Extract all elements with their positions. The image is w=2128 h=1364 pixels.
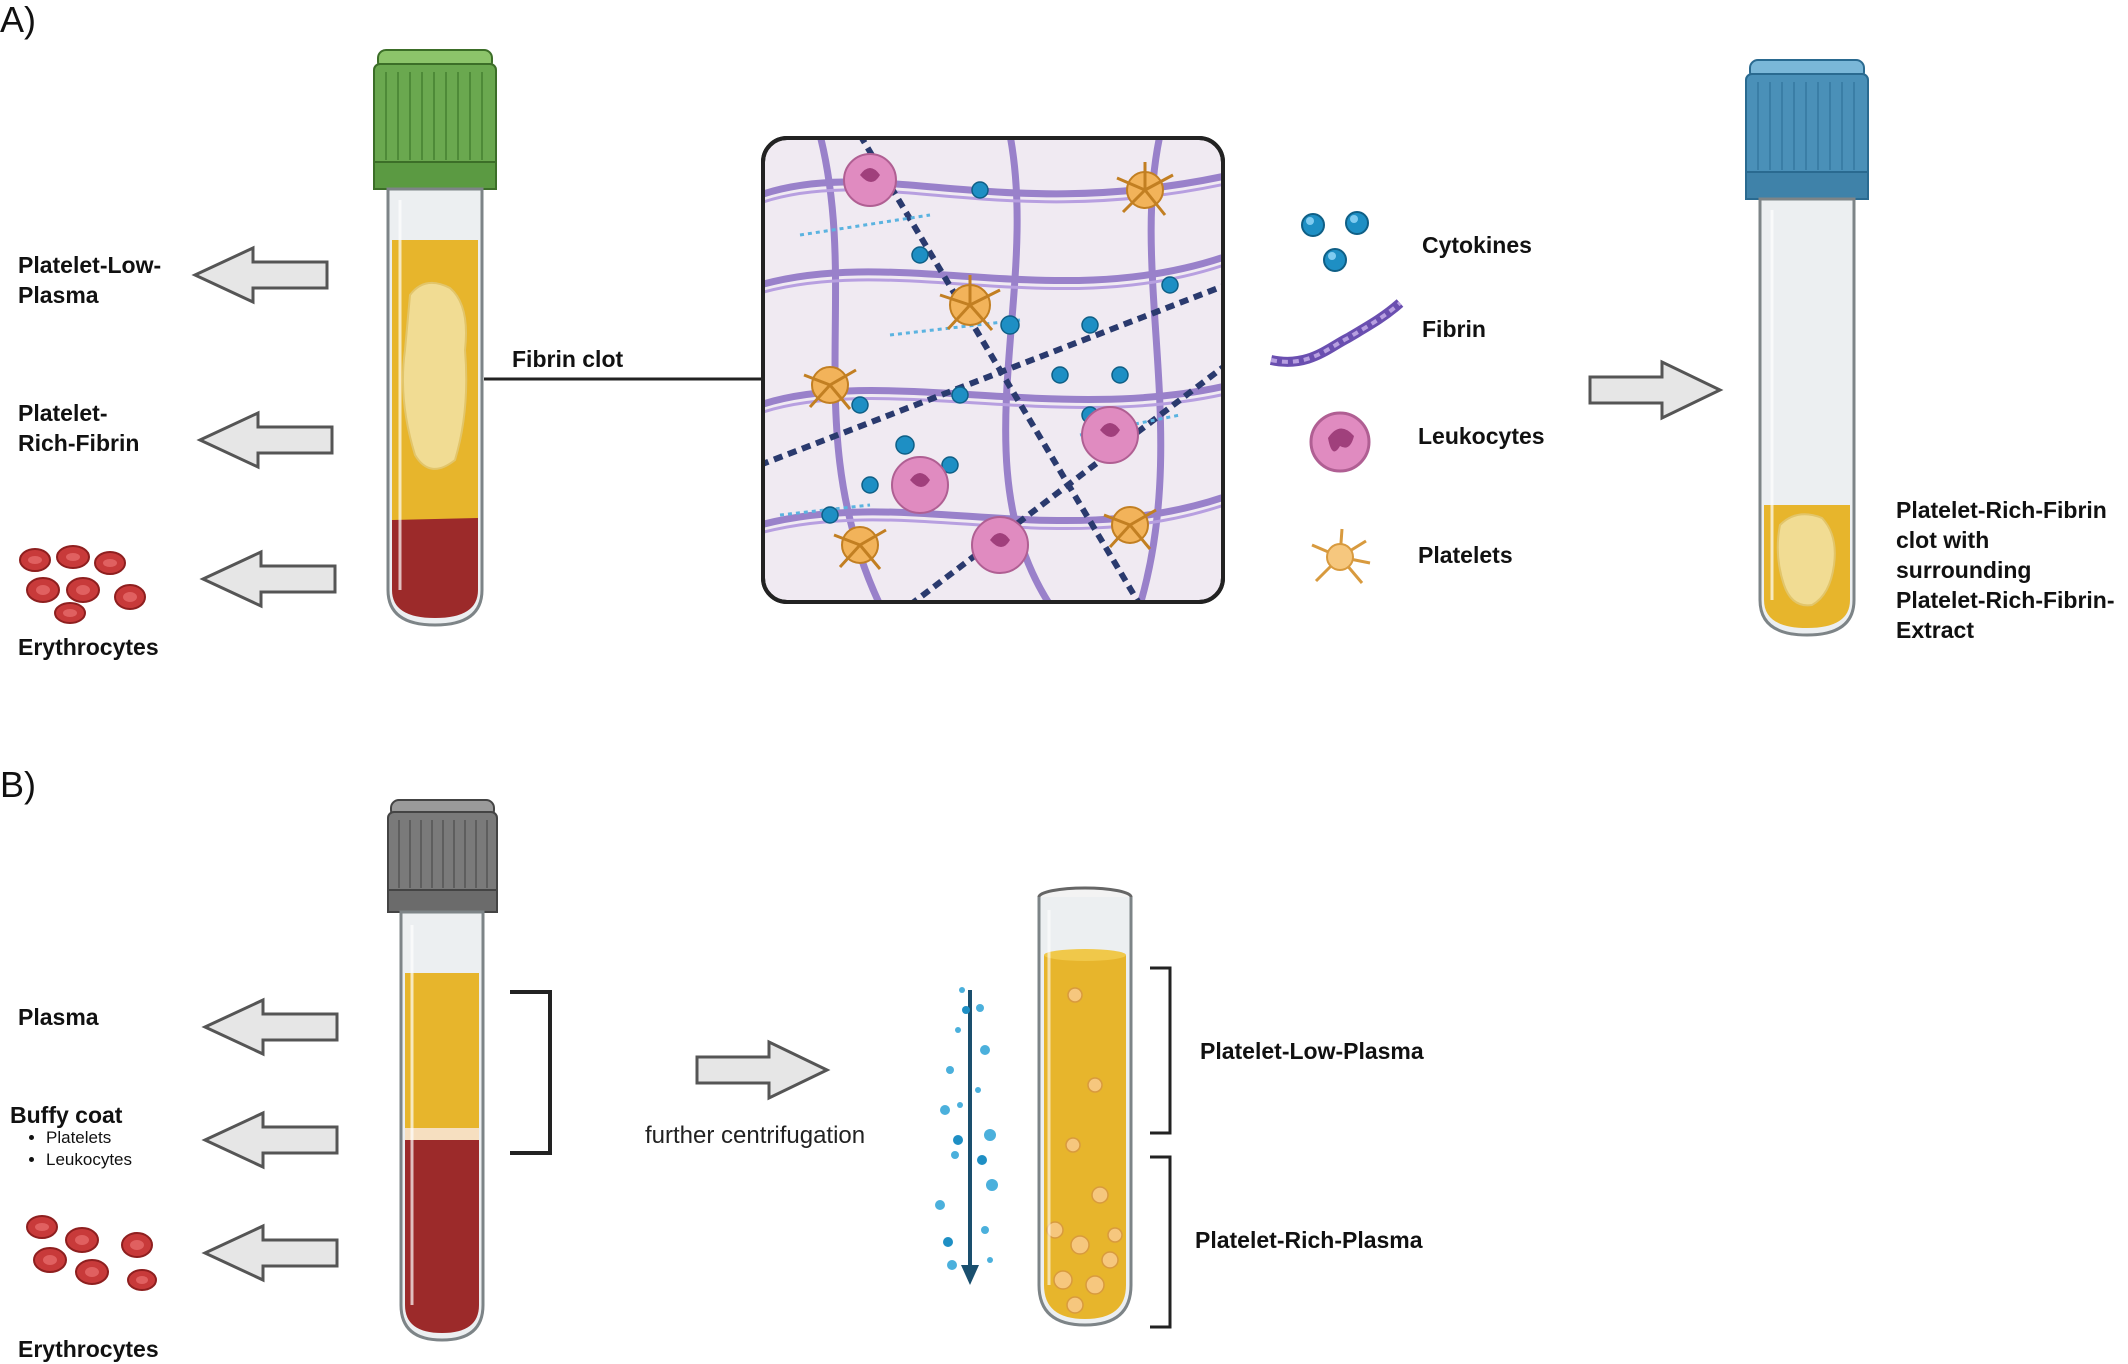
- label-erythrocytes-b: Erythrocytes: [18, 1336, 159, 1362]
- platelet-rich-plasma-bracket: [1150, 1155, 1172, 1329]
- buffy-coat-list: Platelets Leukocytes: [8, 1127, 132, 1171]
- label-buffy-coat: Buffy coat: [10, 1102, 123, 1128]
- buffy-item-platelets: Platelets: [46, 1127, 132, 1149]
- blood-tube-gray-cap: [387, 799, 498, 1342]
- fibrin-strand-icon: [1269, 299, 1404, 367]
- buffy-item-leukocytes: Leukocytes: [46, 1149, 132, 1171]
- fibrin-clot-connector-line: [484, 377, 764, 381]
- platelet-icon: [1311, 528, 1371, 584]
- label-platelet-rich-plasma: Platelet-Rich-Plasma: [1195, 1227, 1423, 1253]
- label-prf-clot-extract: Platelet-Rich-Fibrin clot with surroundi…: [1896, 497, 2115, 643]
- legend-leukocytes-label: Leukocytes: [1418, 423, 1545, 449]
- legend-fibrin-label: Fibrin: [1422, 316, 1486, 342]
- prf-tube-green-cap: [373, 49, 497, 627]
- fibrin-clot-zoom-box: [761, 136, 1225, 604]
- platelet-low-plasma-bracket: [1150, 966, 1172, 1135]
- arrow-right-icon: [1588, 359, 1724, 421]
- arrow-left-icon: [201, 1110, 339, 1170]
- arrow-left-icon: [196, 410, 334, 470]
- prf-tube-blue-cap: [1745, 59, 1869, 637]
- panel-b-label: B): [0, 764, 36, 805]
- label-platelet-low-plasma: Platelet-Low- Plasma: [18, 252, 162, 308]
- arrow-left-icon: [191, 245, 329, 305]
- legend-cytokines-label: Cytokines: [1422, 232, 1532, 258]
- panel-a-label: A): [0, 0, 36, 40]
- centrifuged-plasma-tube: [1037, 886, 1133, 1327]
- arrow-left-icon: [201, 1223, 339, 1283]
- erythrocytes-cluster-icon: [26, 1215, 157, 1291]
- label-further-centrifugation: further centrifugation: [645, 1122, 866, 1149]
- label-platelet-rich-fibrin: Platelet- Rich-Fibrin: [18, 400, 140, 456]
- label-platelet-low-plasma-b: Platelet-Low-Plasma: [1200, 1038, 1424, 1064]
- cytokine-dots-icon: [1301, 211, 1369, 272]
- leukocyte-icon: [1309, 411, 1371, 473]
- arrow-right-icon: [695, 1039, 831, 1101]
- plasma-bracket: [510, 990, 552, 1155]
- arrow-left-icon: [199, 549, 337, 609]
- centrifugation-direction-arrow: [935, 987, 998, 1285]
- erythrocytes-cluster-icon: [19, 545, 146, 624]
- label-fibrin-clot: Fibrin clot: [512, 346, 624, 372]
- legend-platelets-label: Platelets: [1418, 542, 1513, 568]
- label-plasma: Plasma: [18, 1004, 99, 1030]
- label-erythrocytes-a: Erythrocytes: [18, 634, 159, 660]
- arrow-left-icon: [201, 997, 339, 1057]
